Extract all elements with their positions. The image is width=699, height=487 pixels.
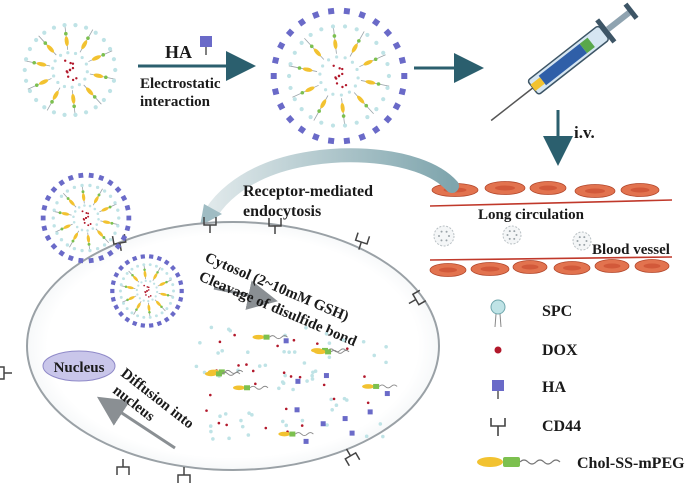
arrow-diffusion bbox=[96, 396, 176, 450]
legend-label-ha: HA bbox=[542, 379, 566, 396]
spc-lipid-icon bbox=[490, 299, 506, 328]
blood-vessel-label: Blood vessel bbox=[592, 242, 670, 258]
arrow-cleavage bbox=[213, 280, 278, 310]
legend-label-dox: DOX bbox=[542, 342, 578, 359]
arrow-endocytosis bbox=[205, 148, 459, 219]
dox-dot-icon bbox=[494, 346, 502, 354]
arrow-endocytosis-head bbox=[200, 204, 222, 226]
receptor-label-line1: Receptor-mediated bbox=[243, 183, 373, 200]
receptor-label-line2: endocytosis bbox=[243, 203, 321, 220]
legend-item-dox: DOX bbox=[494, 342, 578, 359]
ha-square-icon bbox=[492, 380, 504, 399]
electrostatic-label-line1: Electrostatic bbox=[140, 76, 221, 92]
disassembled-micelle bbox=[194, 325, 398, 444]
red-blood-cells-bottom bbox=[429, 259, 670, 277]
legend-label-cd44: CD44 bbox=[542, 418, 581, 435]
legend-item-ha: HA bbox=[492, 379, 566, 399]
nanoparticle-binding bbox=[40, 172, 132, 264]
cd44-receptors bbox=[0, 217, 427, 483]
iv-label: i.v. bbox=[574, 123, 595, 142]
legend-label-spc: SPC bbox=[542, 303, 572, 320]
legend-item-chol-ss-mpeg: Chol-SS-mPEG bbox=[477, 455, 685, 472]
blood-vessel bbox=[429, 181, 673, 277]
legend: SPC DOX HA CD44 Chol-SS-mPEG bbox=[477, 299, 685, 472]
cd44-receptor-icon bbox=[490, 418, 506, 436]
ha-label: HA bbox=[165, 42, 192, 62]
nanoparticle-internalized bbox=[110, 254, 184, 328]
ha-square-icon bbox=[200, 36, 212, 55]
nucleus bbox=[42, 350, 116, 382]
syringe-icon bbox=[490, 2, 639, 122]
legend-item-spc: SPC bbox=[490, 299, 572, 328]
circulating-nanoparticles bbox=[433, 225, 592, 251]
nucleus-label: Nucleus bbox=[54, 360, 105, 376]
legend-label-chol-ss-mpeg: Chol-SS-mPEG bbox=[577, 455, 685, 472]
legend-item-cd44: CD44 bbox=[490, 418, 581, 436]
nanoparticle-ha-coated bbox=[270, 7, 408, 145]
nanoparticle-bare bbox=[22, 22, 118, 118]
chol-ss-mpeg-icon bbox=[477, 457, 561, 467]
electrostatic-label-line2: interaction bbox=[140, 94, 211, 110]
red-blood-cells-top bbox=[431, 181, 660, 198]
long-circulation-label: Long circulation bbox=[478, 207, 585, 223]
